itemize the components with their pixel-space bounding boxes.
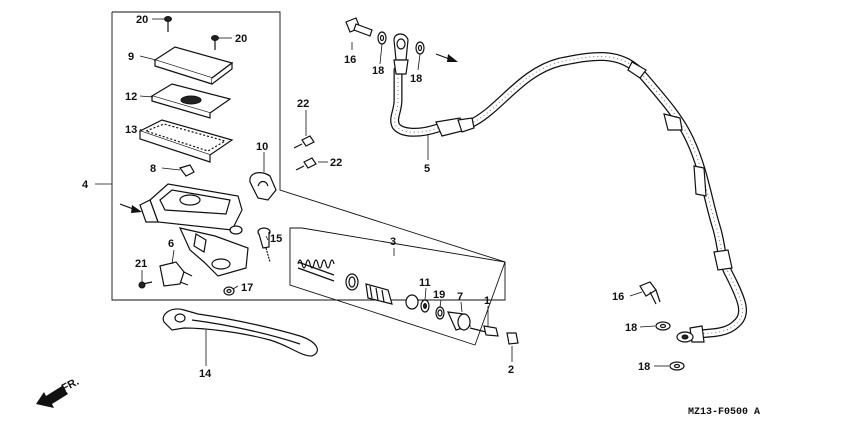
sealing-washer-lower-2 xyxy=(669,361,685,371)
piston xyxy=(365,283,393,305)
retainer-clip xyxy=(179,164,195,177)
callout-20-lower: 20 xyxy=(235,33,247,45)
callout-labels: 20 20 9 12 13 8 4 10 6 21 15 17 14 22 22… xyxy=(82,14,650,380)
callout-22-upper: 22 xyxy=(297,98,309,110)
callout-21: 21 xyxy=(135,258,147,270)
banjo-bolt-lower xyxy=(639,281,661,305)
callout-1: 1 xyxy=(484,295,490,307)
piston-seal xyxy=(405,294,419,310)
callout-18-upper-right: 18 xyxy=(410,73,422,85)
holder-clamp xyxy=(249,172,277,201)
callout-15: 15 xyxy=(270,233,282,245)
front-direction-arrow-icon xyxy=(36,386,68,408)
callout-14: 14 xyxy=(199,368,212,380)
callout-9: 9 xyxy=(128,51,134,63)
reservoir-cover xyxy=(153,46,234,85)
callout-17: 17 xyxy=(241,282,253,294)
rod-nut-2 xyxy=(506,332,519,345)
hose-direction-arrow-icon xyxy=(435,53,458,62)
leader-lines xyxy=(95,18,669,367)
callout-4: 4 xyxy=(82,179,89,191)
lever-pivot-nut xyxy=(223,286,235,296)
callout-10: 10 xyxy=(256,141,268,153)
washer-11 xyxy=(420,299,430,313)
callout-12: 12 xyxy=(125,91,137,103)
callout-6: 6 xyxy=(168,238,174,250)
reservoir-plate xyxy=(150,83,232,119)
front-direction-label: FR. xyxy=(60,376,81,395)
callout-16-lower: 16 xyxy=(612,291,624,303)
diagram-reference-code: MZ13-F0500 A xyxy=(688,407,760,418)
switch-screw xyxy=(138,281,153,289)
callout-18-upper-left: 18 xyxy=(372,65,384,77)
reservoir-diaphragm xyxy=(138,119,234,163)
piston-cup xyxy=(345,273,359,291)
boot-7 xyxy=(447,311,471,331)
banjo-bolt-upper xyxy=(345,17,373,37)
circlip-19 xyxy=(435,306,445,320)
clutch-lever xyxy=(162,308,318,357)
callout-11: 11 xyxy=(419,277,431,289)
callout-8: 8 xyxy=(150,163,156,175)
callout-18-lower-2: 18 xyxy=(638,361,650,373)
sealing-washer-lower-1 xyxy=(655,321,671,331)
cover-screw-lower xyxy=(211,35,219,50)
callout-20-upper: 20 xyxy=(136,14,148,26)
flow-arrow-icon xyxy=(119,203,142,213)
callout-22-lower: 22 xyxy=(330,157,342,169)
sealing-washer-upper-right xyxy=(415,41,425,55)
callout-13: 13 xyxy=(125,124,137,136)
cover-screw-upper xyxy=(164,16,172,32)
callout-18-lower-1: 18 xyxy=(625,322,637,334)
hose-bolt-upper xyxy=(293,135,315,149)
callout-19: 19 xyxy=(433,289,445,301)
callout-2: 2 xyxy=(508,364,514,376)
lever-pivot-bolt xyxy=(257,227,271,263)
piston-spring xyxy=(297,259,335,282)
callout-3: 3 xyxy=(390,236,396,248)
push-rod-1 xyxy=(469,325,499,337)
sealing-washer-upper-left xyxy=(377,31,387,45)
callout-16-upper: 16 xyxy=(344,54,356,66)
master-cylinder-body xyxy=(139,183,249,277)
clutch-hose xyxy=(390,33,748,343)
clutch-switch xyxy=(159,261,193,287)
callout-7: 7 xyxy=(457,291,463,303)
hose-bolt-lower xyxy=(295,157,317,171)
piston-kit-box-3 xyxy=(289,227,506,346)
callout-5: 5 xyxy=(424,163,430,175)
